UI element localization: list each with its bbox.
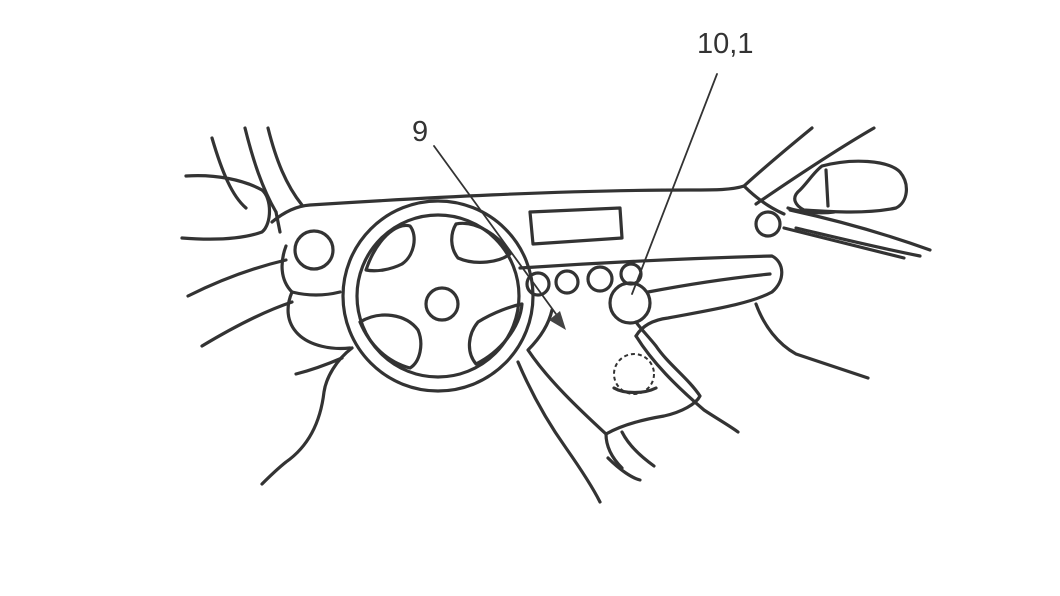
center-display bbox=[528, 206, 624, 246]
left-air-vent bbox=[293, 229, 335, 271]
left-door-panel bbox=[186, 258, 294, 348]
dashboard-top-edge bbox=[270, 184, 786, 224]
right-a-pillar bbox=[742, 126, 932, 260]
reference-lead-lines bbox=[433, 73, 718, 330]
dashboard-drawing-group bbox=[180, 73, 932, 504]
left-a-pillar bbox=[210, 126, 304, 234]
wheel-opening-lower-left bbox=[358, 313, 423, 370]
leader-line-9 bbox=[433, 145, 557, 315]
center-controls-row bbox=[525, 262, 643, 297]
left-side-mirror bbox=[180, 174, 272, 241]
center-console bbox=[516, 308, 740, 504]
arrowhead-9 bbox=[549, 311, 566, 330]
reference-label-9: 9 bbox=[412, 116, 429, 148]
gear-selector bbox=[612, 353, 658, 395]
wheel-opening-upper-right bbox=[450, 221, 512, 264]
steering-wheel bbox=[341, 199, 535, 393]
left-lower-panel bbox=[260, 346, 354, 486]
right-door-panel bbox=[754, 226, 922, 380]
operating-element-knob bbox=[608, 281, 652, 325]
right-air-vent bbox=[754, 210, 782, 238]
wheel-opening-lower-right bbox=[467, 302, 524, 366]
reference-label-10-1: 10,1 bbox=[697, 28, 754, 60]
leader-line-10-1 bbox=[631, 73, 718, 295]
wheel-opening-upper-left bbox=[364, 223, 416, 273]
right-side-mirror bbox=[786, 159, 908, 215]
